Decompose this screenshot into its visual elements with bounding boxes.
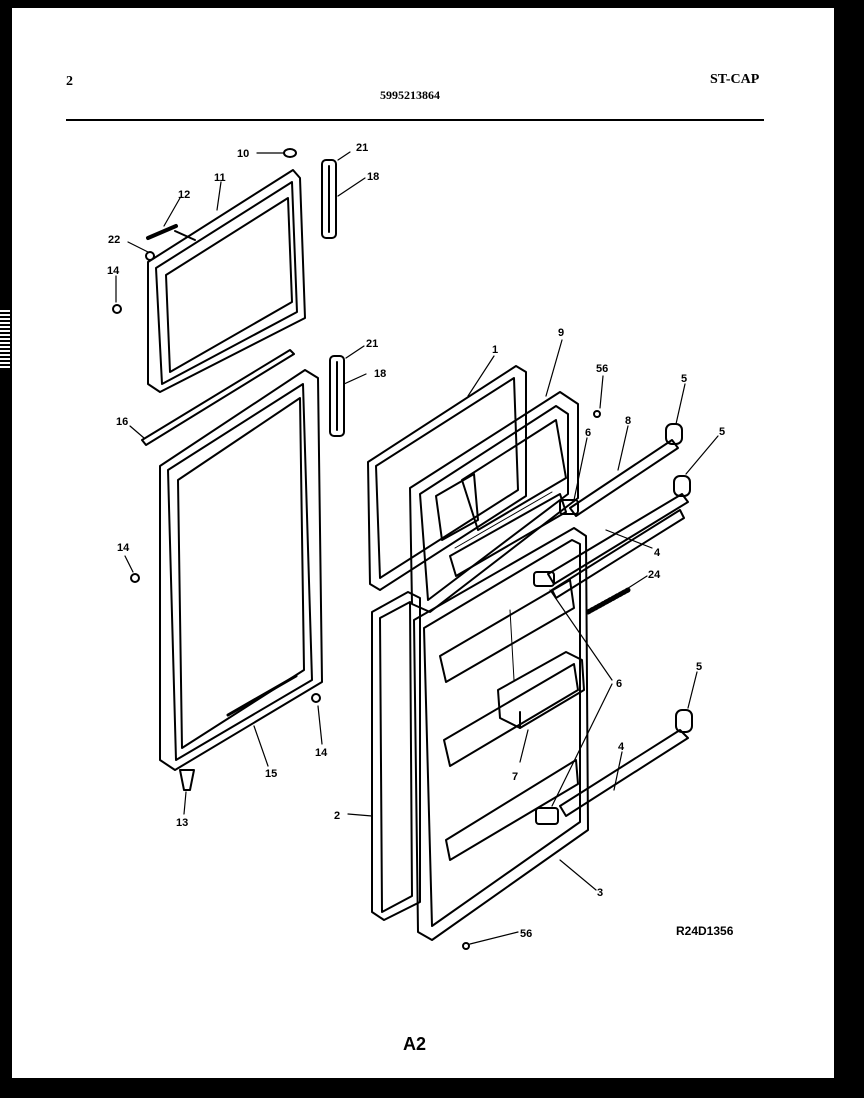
callout-5-middle: 5 — [719, 426, 725, 438]
callout-3: 3 — [597, 887, 603, 899]
callout-labels: 10 11 12 22 14 21 18 16 21 18 14 14 15 1… — [107, 142, 725, 940]
header-rule — [66, 119, 764, 121]
callout-10: 10 — [237, 148, 249, 160]
callout-12: 12 — [178, 189, 190, 201]
shelf-rail-middle — [547, 475, 691, 599]
callout-5-lower: 5 — [696, 661, 702, 673]
stamp-label: ST-CAP — [710, 72, 760, 87]
callout-6-lower: 6 — [616, 678, 622, 690]
leader-lines — [115, 151, 719, 945]
callout-4-lower: 4 — [618, 741, 625, 753]
small-hardware — [112, 148, 601, 950]
diagram-reference-code: R24D1356 — [676, 924, 734, 938]
spring-part — [585, 587, 631, 615]
callout-4-middle: 4 — [654, 547, 661, 559]
freezer-gasket-strip — [141, 349, 295, 446]
model-number: 5995213864 — [380, 88, 440, 102]
callout-7: 7 — [512, 771, 518, 783]
freezer-door-panel — [147, 169, 306, 393]
callout-5-top: 5 — [681, 373, 687, 385]
callout-14-lower: 14 — [315, 747, 328, 759]
callout-9: 9 — [558, 327, 564, 339]
callout-1: 1 — [492, 344, 498, 356]
callout-6-top: 6 — [585, 427, 591, 439]
shelf-bracket — [497, 651, 585, 729]
fresh-food-door-panel — [159, 369, 323, 771]
callout-56-bottom: 56 — [520, 928, 532, 940]
callout-22: 22 — [108, 234, 120, 246]
callout-21-lower: 21 — [366, 338, 378, 350]
callout-21-top: 21 — [356, 142, 368, 154]
handle-trim-upper — [321, 159, 337, 239]
callout-18-top: 18 — [367, 171, 379, 183]
callout-14-top: 14 — [107, 265, 120, 277]
callout-15: 15 — [265, 768, 277, 780]
shelf-rail-lower — [559, 709, 693, 817]
freezer-door-liner — [409, 391, 579, 613]
callout-56-top: 56 — [596, 363, 608, 375]
callout-8: 8 — [625, 415, 631, 427]
footer-section-label: A2 — [403, 1034, 427, 1054]
callout-18-lower: 18 — [374, 368, 386, 380]
freezer-gasket — [367, 365, 527, 591]
rail-clip-set — [533, 499, 579, 825]
callout-14-middle: 14 — [117, 542, 130, 554]
fresh-food-door-liner — [413, 527, 589, 941]
fresh-food-gasket — [371, 591, 421, 921]
callout-2: 2 — [334, 810, 340, 822]
callout-16: 16 — [116, 416, 128, 428]
callout-11: 11 — [214, 172, 226, 184]
callout-13: 13 — [176, 817, 188, 829]
page-number: 2 — [66, 74, 73, 89]
handle-trim-lower — [329, 355, 345, 437]
callout-24: 24 — [648, 569, 661, 581]
scan-edge-mark — [0, 310, 10, 370]
